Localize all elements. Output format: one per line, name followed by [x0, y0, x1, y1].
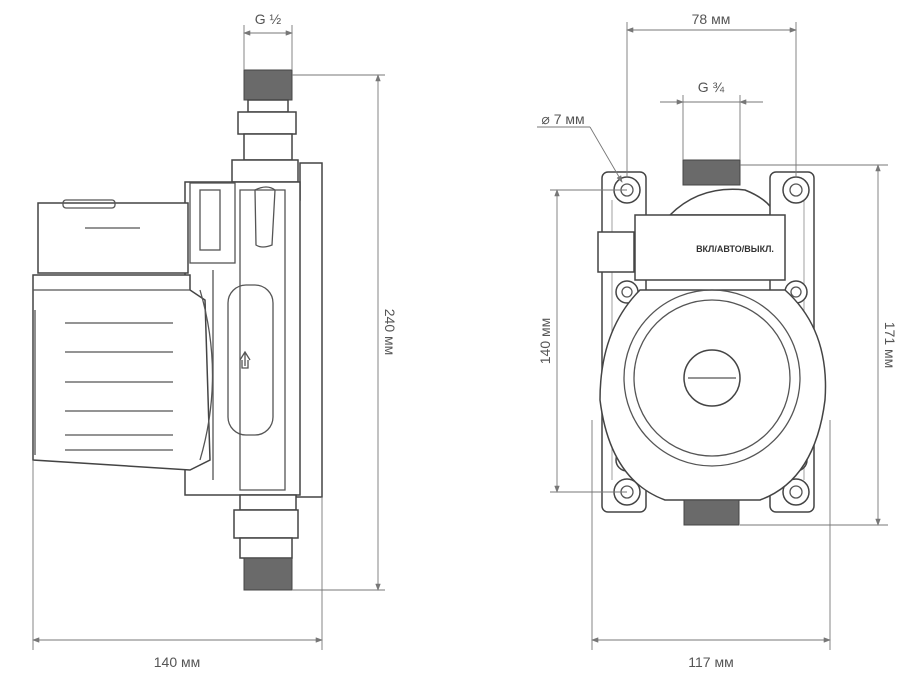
mount-vertical-label: 140 мм [537, 318, 553, 365]
inlet-thread [243, 69, 293, 101]
height-label: 240 мм [382, 309, 398, 356]
inlet-thread-label: G ½ [255, 11, 282, 27]
control-box [634, 214, 786, 281]
flow-arrow-icon [239, 350, 251, 369]
side-view-dimensions [32, 25, 385, 650]
outlet-thread-label: G ¾ [698, 79, 725, 95]
cable-gland [597, 231, 635, 273]
inlet-thread [683, 499, 740, 526]
top-union-nut [237, 111, 297, 135]
bottom-union-nut [233, 509, 299, 539]
front-view-dimensions [537, 22, 888, 650]
cooling-fins [65, 322, 173, 451]
side-view [32, 69, 323, 591]
front-view: ВКЛ/АВТО/ВЫКЛ. [597, 159, 827, 526]
hole-diameter-label: ⌀ 7 мм [541, 111, 584, 127]
outlet-thread [243, 557, 293, 591]
outlet-thread [682, 159, 741, 186]
total-height-label: 171 мм [882, 322, 898, 369]
switch-label: ВКЛ/АВТО/ВЫКЛ. [696, 244, 774, 254]
motor-housing [32, 274, 211, 471]
width-label: 117 мм [688, 654, 733, 670]
depth-label: 140 мм [154, 654, 201, 670]
mount-spacing-label: 78 мм [692, 11, 731, 27]
terminal-box [37, 202, 189, 274]
